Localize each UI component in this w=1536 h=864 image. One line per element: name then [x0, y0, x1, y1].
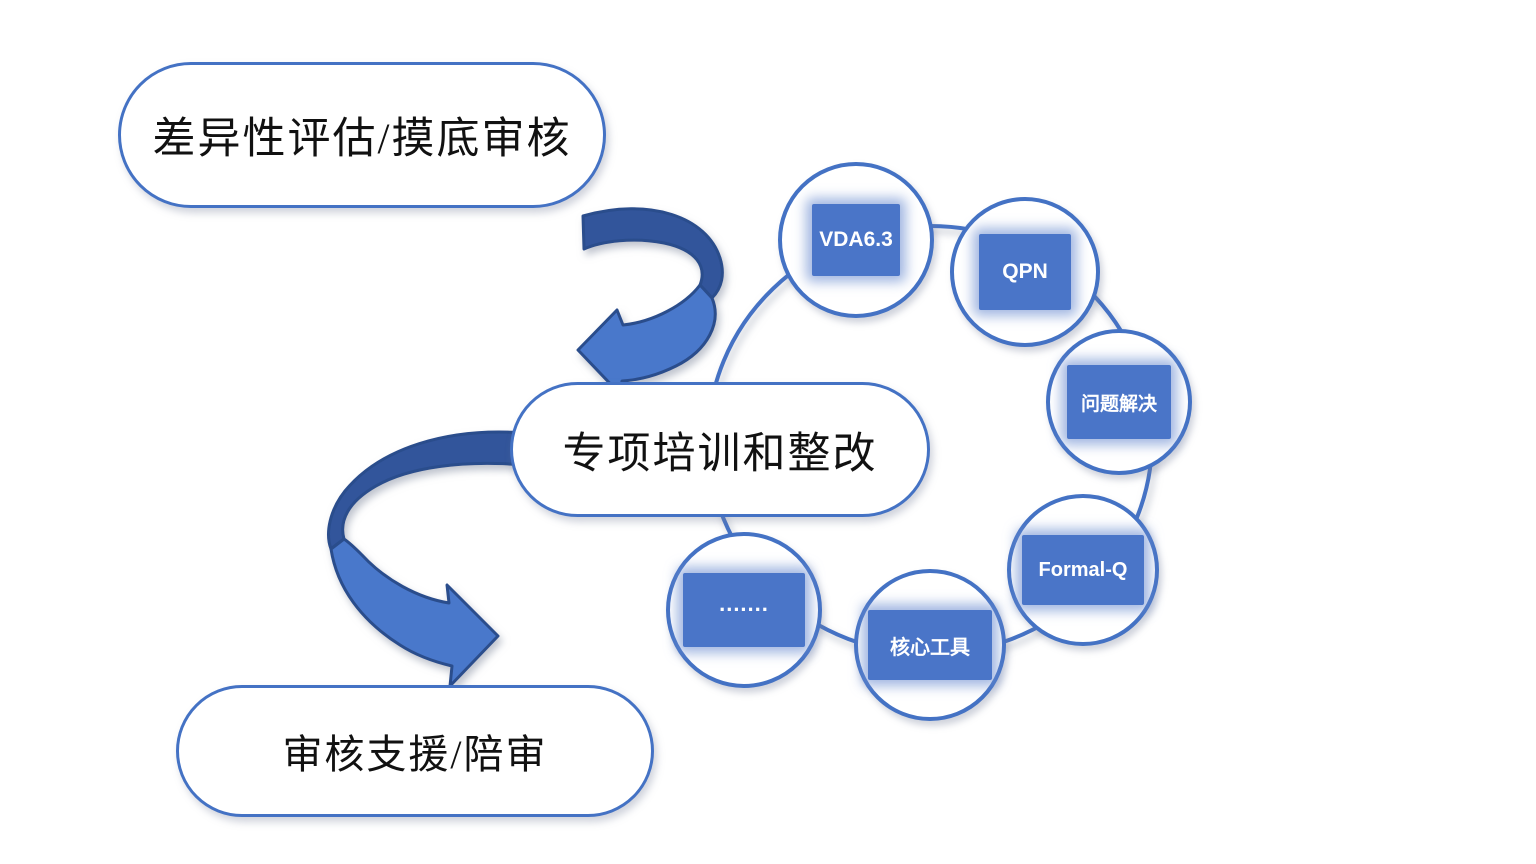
stage-label-training-rectification: 专项培训和整改 — [562, 430, 878, 478]
arrow-bottom-dark-band — [327, 430, 527, 551]
topic-label-more: ....... — [719, 591, 769, 616]
topic-circle-formal-q: Formal-Q — [1007, 494, 1159, 646]
topic-circle-qpn: QPN — [950, 197, 1100, 347]
stage-pill-gap-assessment: 差异性评估/摸底审核 — [118, 62, 606, 208]
topic-rect-formal-q: Formal-Q — [1022, 535, 1144, 605]
topic-rect-more: ....... — [683, 573, 805, 647]
topic-rect-core-tools: 核心工具 — [868, 610, 992, 680]
topic-rect-vda63: VDA6.3 — [812, 204, 900, 276]
topic-label-problem-solving: 问题解决 — [1080, 393, 1157, 415]
stage-pill-training-rectification: 专项培训和整改 — [510, 382, 930, 517]
stage-label-audit-support: 审核支援/陪审 — [282, 732, 548, 777]
topic-rect-problem-solving: 问题解决 — [1067, 365, 1171, 439]
topic-label-core-tools: 核心工具 — [890, 636, 970, 659]
topic-circle-vda63: VDA6.3 — [778, 162, 934, 318]
curved-arrow-top-icon — [576, 207, 724, 396]
topic-circle-more: ....... — [666, 532, 822, 688]
topic-rect-qpn: QPN — [979, 234, 1071, 310]
topic-circle-problem-solving: 问题解决 — [1046, 329, 1192, 475]
arrow-top-light-band — [576, 283, 717, 396]
curved-arrow-bottom-icon — [327, 430, 527, 688]
topic-label-qpn: QPN — [1002, 260, 1048, 283]
topic-circle-core-tools: 核心工具 — [854, 569, 1006, 721]
topic-label-formal-q: Formal-Q — [1038, 558, 1128, 581]
topic-label-vda63: VDA6.3 — [819, 228, 893, 251]
stage-label-gap-assessment: 差异性评估/摸底审核 — [152, 116, 572, 163]
stage-pill-audit-support: 审核支援/陪审 — [176, 685, 654, 817]
arrow-bottom-light-band — [329, 537, 500, 688]
